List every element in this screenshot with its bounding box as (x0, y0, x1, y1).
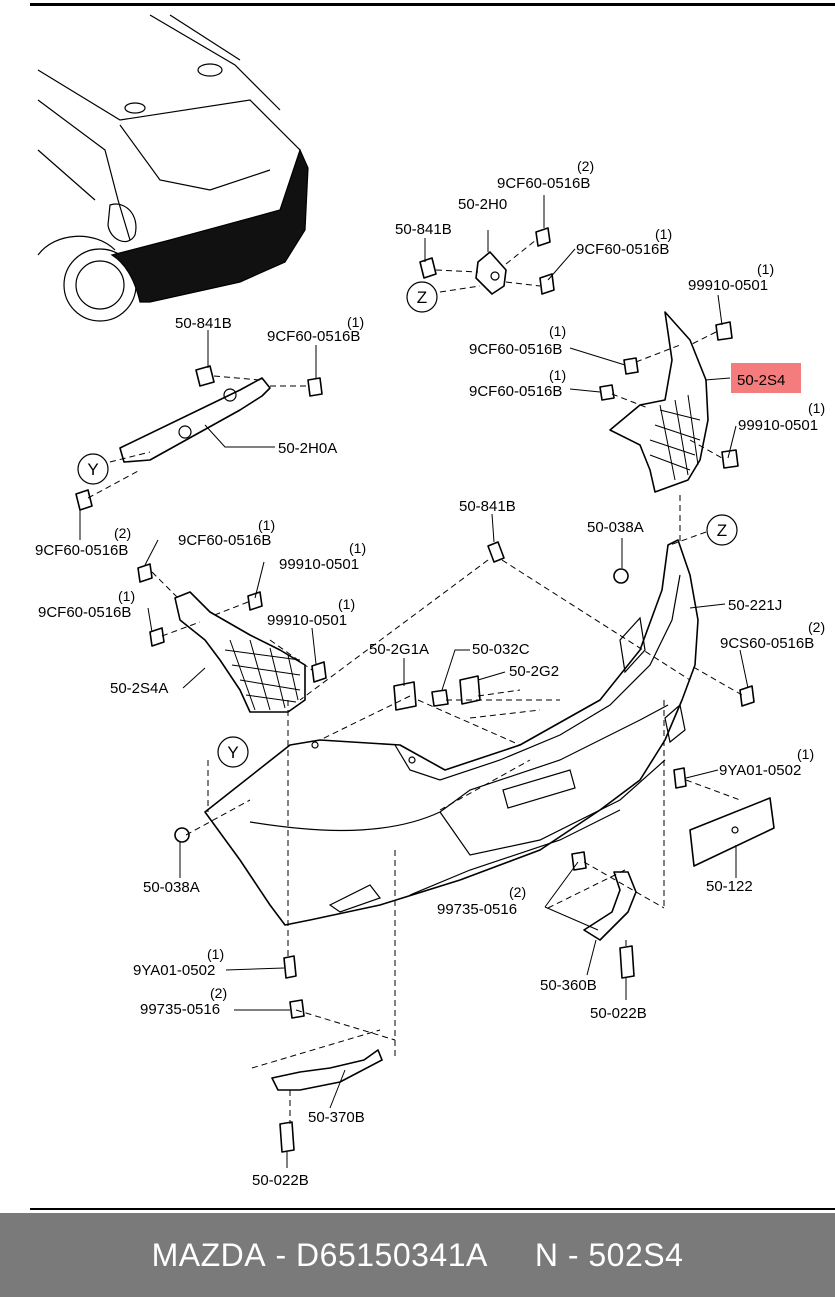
part-50-221j (204, 539, 699, 926)
label-9cf60-left: 9CF60-0516B (267, 328, 360, 345)
footer-bar: MAZDA - D65150341A N - 502S4 (0, 1213, 835, 1297)
label-99735-r: 99735-0516 (437, 901, 517, 918)
label-50-122: 50-122 (706, 878, 753, 895)
parts-diagram: Z Z Y Y 50-841B 50-2H0 (2) 9CF60-0516B (… (35, 14, 825, 1189)
label-50-360b: 50-360B (540, 977, 597, 994)
label-50-221j: 50-221J (728, 597, 782, 614)
label-50-038a-r: 50-038A (587, 519, 644, 536)
bumper-highlight-shape (110, 148, 309, 303)
callout-y-lower: Y (217, 736, 249, 768)
part-50-2s4a (137, 563, 327, 713)
label-9cf60-top-qty: (2) (577, 158, 594, 174)
label-99910-l1: 99910-0501 (279, 556, 359, 573)
label-50-2h0a: 50-2H0A (278, 440, 337, 457)
label-50-841b-mid: 50-841B (459, 498, 516, 515)
label-9ya01-l-qty: (1) (207, 946, 224, 962)
footer-brand: MAZDA (151, 1236, 267, 1273)
footer-ref-code: 502S4 (588, 1236, 684, 1273)
footer-separator: - (266, 1236, 297, 1273)
label-9cf60-l2-qty: (2) (114, 525, 131, 541)
label-9cf60-l3-qty: (1) (258, 517, 275, 533)
label-9ya01-l: 9YA01-0502 (133, 962, 215, 979)
label-99910-l2: 99910-0501 (267, 612, 347, 629)
footer-border (30, 1208, 835, 1210)
label-9cf60-top2: 9CF60-0516B (576, 241, 669, 258)
label-9ya01-r-qty: (1) (797, 746, 814, 762)
label-50-841b-top: 50-841B (395, 221, 452, 238)
label-99910-r2-qty: (1) (808, 400, 825, 416)
label-50-841b-left: 50-841B (175, 315, 232, 332)
callout-y-left-label: Y (87, 460, 98, 479)
top-border (30, 3, 835, 6)
footer-gap (488, 1237, 535, 1274)
callout-z-top-label: Z (417, 288, 427, 307)
label-99910-l2-qty: (1) (338, 596, 355, 612)
part-50-2h0 (419, 227, 555, 295)
part-50-2h0a (75, 365, 323, 511)
footer-separator-2: - (558, 1236, 589, 1273)
label-9cf60-l2: 9CF60-0516B (35, 542, 128, 559)
label-99910-r1-qty: (1) (757, 261, 774, 277)
label-9cf60-top: 9CF60-0516B (497, 175, 590, 192)
label-9cs60-qty: (2) (808, 619, 825, 635)
callout-y-left: Y (77, 453, 109, 485)
label-50-2s4: 50-2S4 (737, 372, 785, 389)
label-50-038a-l: 50-038A (143, 879, 200, 896)
label-9cf60-l4: 9CF60-0516B (38, 604, 131, 621)
lower-brackets (271, 871, 637, 1091)
label-99735-l: 99735-0516 (140, 1001, 220, 1018)
callout-z-right: Z (669, 514, 738, 546)
car-rear-illustration (37, 14, 309, 322)
fasteners (174, 541, 775, 1153)
assembly-lines (185, 559, 743, 1124)
label-50-022b-r: 50-022B (590, 1005, 647, 1022)
label-99910-r1: 99910-0501 (688, 277, 768, 294)
label-50-022b-l: 50-022B (252, 1172, 309, 1189)
label-50-2h0: 50-2H0 (458, 196, 507, 213)
footer-ref-prefix: N (534, 1236, 559, 1273)
label-50-2s4a: 50-2S4A (110, 680, 168, 697)
footer-catalog-code: D65150341A (296, 1236, 488, 1273)
label-99735-l-qty: (2) (210, 985, 227, 1001)
label-50-2g2: 50-2G2 (509, 663, 559, 680)
callout-z-right-label: Z (717, 521, 727, 540)
label-9cf60-r1: 9CF60-0516B (469, 341, 562, 358)
label-9cf60-r2: 9CF60-0516B (469, 383, 562, 400)
label-9ya01-r: 9YA01-0502 (719, 762, 801, 779)
part-labels: 50-841B 50-2H0 (2) 9CF60-0516B (1) 9CF60… (35, 158, 825, 1189)
label-9cf60-r1-qty: (1) (549, 323, 566, 339)
callout-y-lower-label: Y (227, 743, 238, 762)
label-9cf60-r2-qty: (1) (549, 367, 566, 383)
label-99735-r-qty: (2) (509, 884, 526, 900)
part-highlight-box (731, 363, 801, 393)
callout-z-top: Z (406, 281, 438, 313)
label-99910-l1-qty: (1) (349, 540, 366, 556)
label-50-2g1a: 50-2G1A (369, 641, 429, 658)
label-9cf60-left-qty: (1) (347, 314, 364, 330)
leader-lines (79, 195, 749, 1168)
label-9cf60-top2-qty: (1) (655, 226, 672, 242)
label-50-370b: 50-370B (308, 1109, 365, 1126)
label-99910-r2: 99910-0501 (738, 417, 818, 434)
label-9cf60-l3: 9CF60-0516B (178, 532, 271, 549)
label-9cf60-l4-qty: (1) (118, 588, 135, 604)
label-50-032c: 50-032C (472, 641, 530, 658)
label-9cs60: 9CS60-0516B (720, 635, 814, 652)
part-50-2s4 (599, 311, 739, 690)
